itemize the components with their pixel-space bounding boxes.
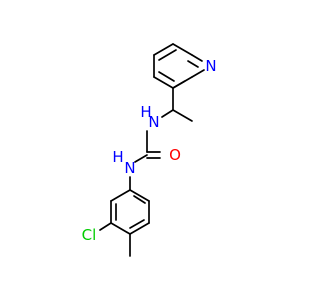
molecule-structure: N H N O H N Cl: [82, 43, 217, 257]
urea-nh-hydrogen-label-lower: H: [112, 148, 123, 166]
urea-oxygen-label: O: [169, 146, 181, 164]
pyridine-ring: [153, 43, 205, 89]
molecule-canvas: N H N O H N Cl: [82, 43, 217, 257]
substituents: [99, 222, 131, 257]
urea-group: [134, 130, 161, 163]
urea-nitrogen-label-lower: N: [124, 159, 135, 177]
pyridine-nitrogen-label: N: [205, 57, 216, 75]
ethyl-linker: [161, 76, 193, 122]
chloromethylphenyl-ring: [110, 176, 150, 235]
urea-nitrogen-label-upper: N: [148, 113, 159, 131]
chlorine-label: Cl: [82, 226, 97, 244]
urea-nh-hydrogen-label-upper: H: [140, 103, 151, 121]
